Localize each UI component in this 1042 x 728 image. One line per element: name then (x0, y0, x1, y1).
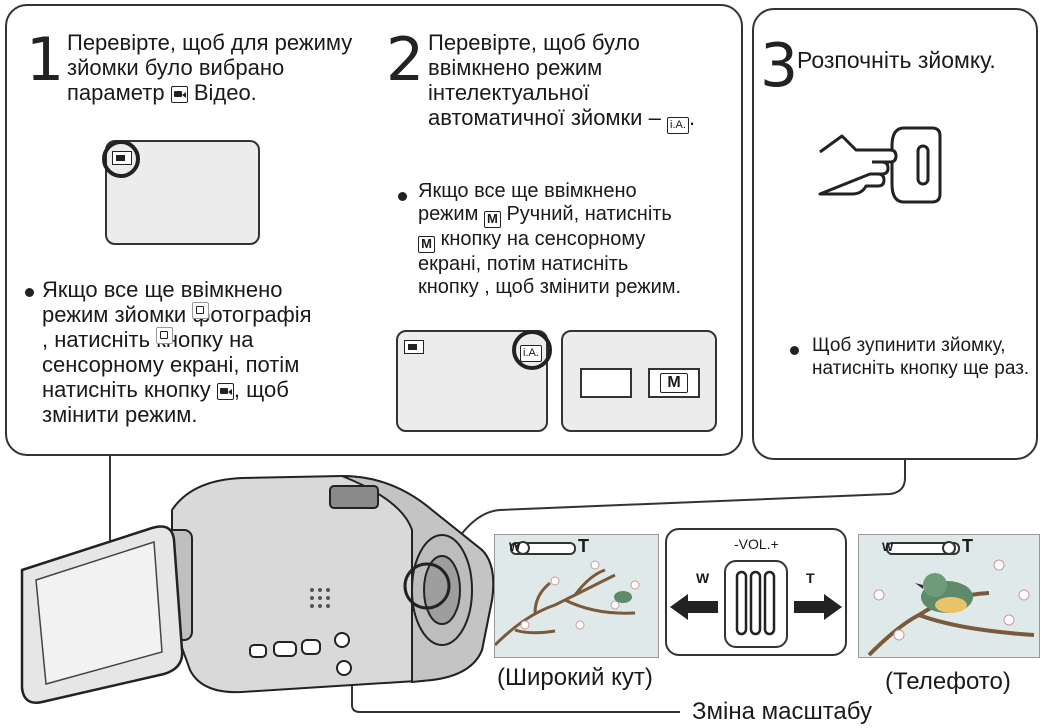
step-3-title: Розпочніть зйомку. (797, 47, 996, 73)
highlight-circle (512, 330, 552, 370)
camcorder-illustration (20, 474, 495, 704)
step-3-panel (752, 8, 1038, 460)
step-3-number: 3 (760, 31, 799, 101)
manual-icon: M (660, 373, 688, 393)
video-icon (216, 383, 234, 400)
manual-icon: M (418, 236, 435, 253)
video-mode-icon (404, 340, 424, 354)
tele-t-label: T (962, 536, 973, 556)
bullet (398, 192, 407, 201)
vol-label: -VOL.+ (734, 536, 779, 552)
photo-icon (192, 302, 210, 319)
zoom-lever (724, 560, 788, 648)
wide-angle-caption: (Широкий кут) (497, 664, 653, 691)
step-2-note: Якщо все ще ввімкнено режим M Ручний, на… (418, 180, 682, 298)
step-1-note: Якщо все ще ввімкнено режим зйомки фотог… (42, 277, 312, 427)
bullet (790, 346, 799, 355)
wide-t-label: T (578, 536, 589, 556)
zoom-callout: Зміна масштабу (692, 698, 872, 725)
manual-mode-button: M (648, 368, 700, 398)
highlight-circle (102, 140, 140, 178)
video-icon (170, 86, 188, 103)
step-2-number: 2 (386, 25, 425, 95)
telephoto-caption: (Телефото) (885, 668, 1011, 695)
step-3-note: Щоб зупинити зйомку, натисніть кнопку ще… (812, 335, 1030, 379)
wide-angle-photo (494, 534, 659, 658)
wide-w-label: W (509, 540, 521, 554)
lever-w-label: W (696, 570, 710, 586)
tele-w-label: W (882, 540, 894, 554)
ia-icon: i.A. (666, 117, 689, 134)
arrow-right-icon (794, 594, 842, 620)
finger-press-button-illustration (818, 126, 942, 204)
step-2-title: Перевірте, щоб було ввімкнено режим інте… (428, 30, 738, 134)
bullet (25, 288, 34, 297)
step-1-number: 1 (26, 25, 65, 95)
arrow-left-icon (670, 594, 718, 620)
auto-mode-button (580, 368, 632, 398)
step-1-title: Перевірте, щоб для режиму зйомки було ви… (67, 30, 353, 105)
telephoto-photo (858, 534, 1040, 658)
manual-icon: M (483, 211, 501, 228)
photo-icon (156, 327, 174, 344)
lever-t-label: T (806, 570, 815, 586)
